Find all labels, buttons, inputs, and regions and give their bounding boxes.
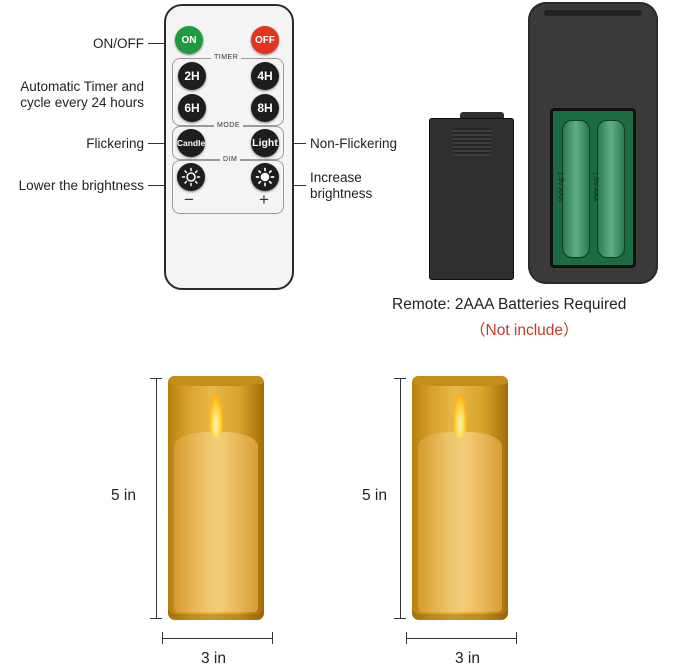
candle-left-wax (174, 432, 258, 612)
right-width-bar (406, 638, 516, 639)
leader-increase-brightness (282, 185, 306, 186)
left-width-tick-right (272, 632, 273, 644)
timer-4h-button[interactable]: 4H (251, 62, 279, 90)
battery-cover-grip (452, 128, 492, 156)
right-height-bar (400, 378, 401, 618)
sun-filled-icon (255, 167, 275, 187)
plus-sign: + (259, 190, 269, 209)
candle-left-rim (168, 376, 264, 386)
leader-non-flickering (282, 143, 306, 144)
battery-a: 1.5V AAA (556, 120, 590, 258)
candle-mode-button[interactable]: Candle (177, 129, 205, 157)
timer-6h-button[interactable]: 6H (178, 94, 206, 122)
left-height-label: 5 in (111, 487, 136, 504)
left-width-bar (162, 638, 272, 639)
candle-right (412, 376, 508, 620)
left-height-tick-bottom (150, 618, 162, 619)
leader-on-off (148, 43, 174, 44)
callout-increase-line2: brightness (310, 186, 373, 201)
timer-label: TIMER (211, 54, 242, 61)
mode-label: MODE (214, 122, 243, 129)
callout-flickering: Flickering (86, 136, 144, 151)
battery-note: （Not include） (470, 322, 579, 339)
timer-8h-button[interactable]: 8H (251, 94, 279, 122)
right-width-tick-right (516, 632, 517, 644)
battery-b-label: 1.5V AAA (591, 171, 599, 202)
candle-left-flame (209, 394, 223, 438)
callout-timer-line2: cycle every 24 hours (20, 95, 144, 110)
dim-up-button[interactable] (251, 163, 279, 191)
sun-outline-icon (181, 167, 201, 187)
leader-flickering (148, 143, 174, 144)
off-button[interactable]: OFF (251, 26, 279, 54)
battery-b: 1.5V AAA (591, 120, 625, 258)
right-height-tick-bottom (394, 618, 406, 619)
right-height-label: 5 in (362, 487, 387, 504)
battery-a-label: 1.5V AAA (556, 171, 564, 202)
callout-lower-brightness: Lower the brightness (18, 178, 144, 193)
left-height-bar (156, 378, 157, 618)
candle-right-wax (418, 432, 502, 612)
remote-back-slot (544, 10, 642, 16)
minus-sign: − (184, 190, 194, 209)
leader-lower-brightness (148, 185, 174, 186)
dim-down-button[interactable] (177, 163, 205, 191)
callout-timer-line1: Automatic Timer and (20, 79, 144, 94)
callout-on-off: ON/OFF (93, 36, 144, 51)
dim-label: DIM (220, 156, 241, 163)
left-width-label: 3 in (201, 650, 226, 667)
on-button[interactable]: ON (175, 26, 203, 54)
candle-left (168, 376, 264, 620)
candle-right-rim (412, 376, 508, 386)
timer-2h-button[interactable]: 2H (178, 62, 206, 90)
light-mode-button[interactable]: Light (251, 129, 279, 157)
battery-caption: Remote: 2AAA Batteries Required (392, 296, 627, 313)
callout-increase-line1: Increase (310, 170, 362, 185)
callout-non-flickering: Non-Flickering (310, 136, 398, 151)
right-width-label: 3 in (455, 650, 480, 667)
candle-right-flame (453, 394, 467, 438)
